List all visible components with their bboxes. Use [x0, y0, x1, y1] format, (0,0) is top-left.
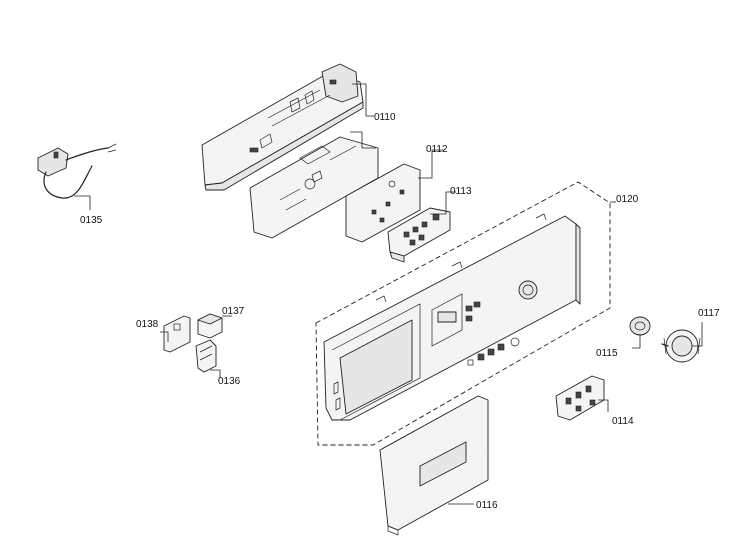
- label-0112: 0112: [426, 144, 448, 155]
- part-labels: 0110 0112 0113 0120 0135 0137 0138 0136 …: [80, 112, 720, 511]
- label-0135: 0135: [80, 215, 103, 226]
- part-0135-power-cable: [37, 143, 117, 199]
- label-0120: 0120: [616, 194, 639, 205]
- part-0120-control-panel: [323, 213, 581, 421]
- label-0136: 0136: [218, 376, 241, 387]
- part-0137-cap: [197, 313, 223, 339]
- label-0117: 0117: [698, 308, 720, 319]
- part-0110-control-module: [201, 63, 364, 191]
- label-0113: 0113: [450, 186, 472, 197]
- leader-lines: [74, 83, 703, 505]
- label-0137: 0137: [222, 306, 245, 317]
- group-outline-0120: [315, 181, 611, 446]
- part-0115-knob-insert: [629, 316, 651, 336]
- part-0112-key-board: [345, 163, 421, 243]
- part-0113-button-board: [387, 207, 451, 263]
- label-0138: 0138: [136, 319, 159, 330]
- part-0114-button-carrier: [555, 375, 605, 421]
- part-0138-bracket: [163, 315, 191, 353]
- label-0116: 0116: [476, 500, 498, 511]
- part-0136-clip: [195, 339, 217, 373]
- part-0116-drawer-front: [379, 395, 489, 536]
- label-0110: 0110: [374, 112, 396, 123]
- label-0115: 0115: [596, 348, 618, 359]
- label-0114: 0114: [612, 416, 634, 427]
